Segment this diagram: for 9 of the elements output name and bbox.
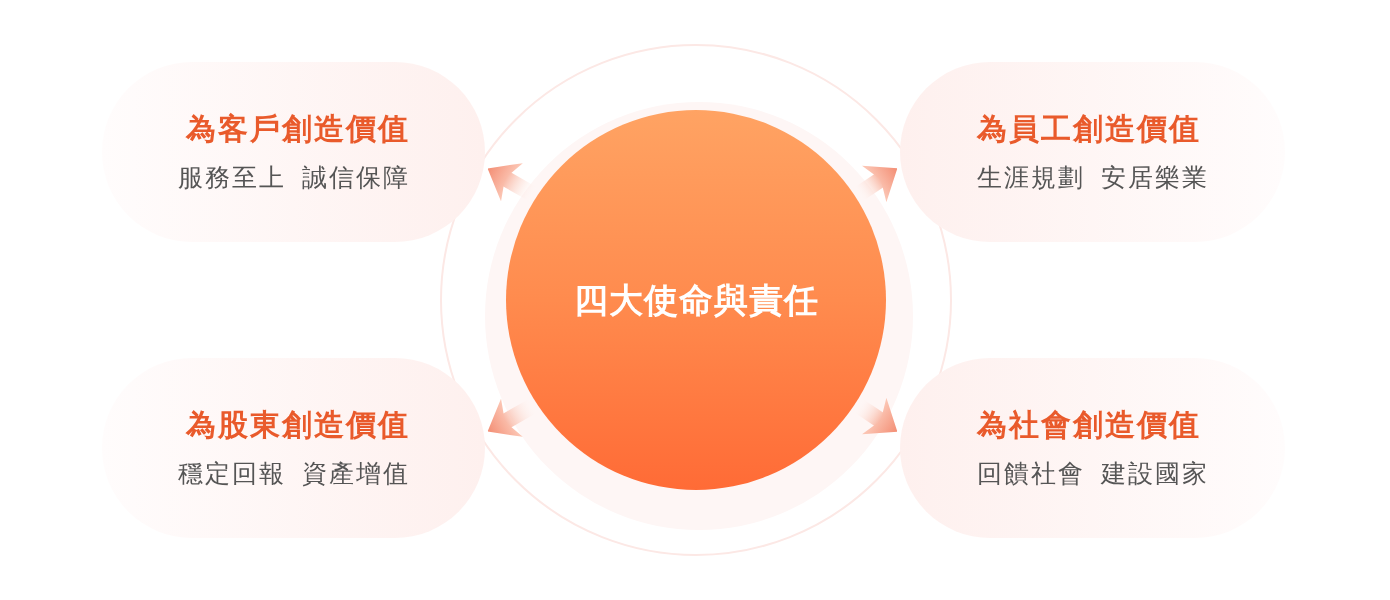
center-title: 四大使命與責任 (573, 280, 819, 320)
pill-heading: 為員工創造價值 (977, 111, 1201, 147)
pill-heading: 為股東創造價值 (186, 407, 410, 443)
pill-subtitle: 回饋社會 建設國家 (977, 459, 1209, 489)
pill-subtitle: 生涯規劃 安居樂業 (977, 163, 1209, 193)
pill-subtitle: 穩定回報 資產增值 (178, 459, 410, 489)
pill-subtitle: 服務至上 誠信保障 (178, 163, 410, 193)
pill-heading: 為客戶創造價值 (186, 111, 410, 147)
pill-heading: 為社會創造價值 (977, 407, 1201, 443)
